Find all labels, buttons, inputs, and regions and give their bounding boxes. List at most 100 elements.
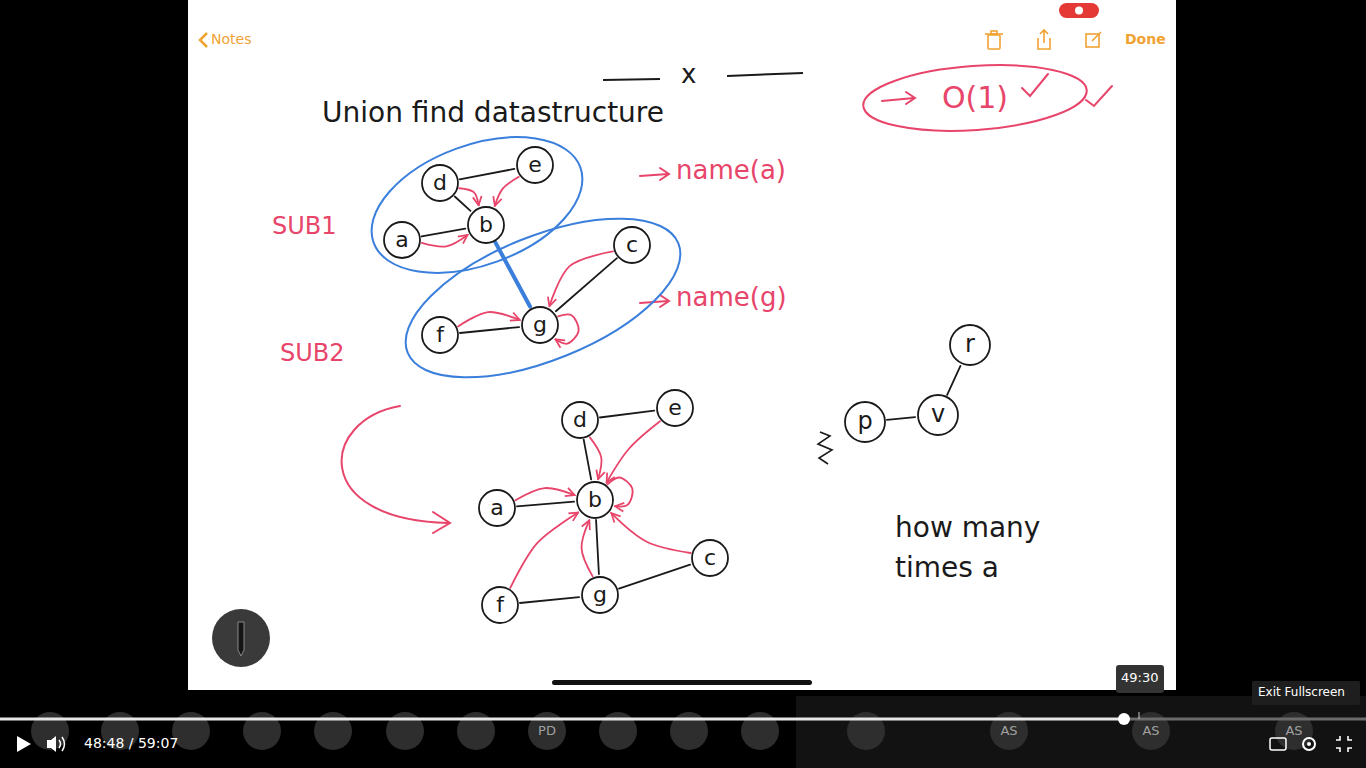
share-icon [1040,30,1048,43]
element-node: c [613,226,651,264]
pointer-arrow [510,513,578,588]
pointer-arrow [495,177,519,206]
red-annotations [342,74,1112,533]
volume-icon [47,736,56,752]
element-letter: e [528,152,542,177]
element-letter: a [395,227,408,252]
pointer-arrow [590,437,602,479]
fullscreen-tooltip: Exit Fullscreen [1258,686,1345,700]
pointer-arrow [549,251,613,306]
outline-circle [657,390,693,426]
element-letter: d [433,170,447,195]
element-letter: e [668,395,682,420]
outline-circle [522,307,558,343]
element-node: a [383,221,421,259]
volume-icon [59,737,65,751]
edge-line [619,565,690,589]
edge-line [455,196,471,210]
outline-circle [482,587,518,623]
outline-circle [614,227,650,263]
element-node: d [561,401,599,439]
edge-line [584,440,591,480]
element-letter: r [965,331,975,359]
check-mark [1022,74,1048,96]
element-node: f [481,586,519,624]
complexity-ellipse: O(1) [860,62,1090,134]
notes-page [188,0,1176,690]
subset-label: SUB2 [280,340,345,368]
outline-circle [918,395,958,435]
element-node: p [844,401,886,443]
outline-circle [582,577,618,613]
done-button: Done [1125,31,1166,47]
participant-initials: AS [1279,724,1309,739]
element-letter: f [496,592,504,617]
settings-icon [1303,738,1315,750]
outline-circle [422,317,458,353]
settings-icon [1307,742,1311,746]
outline-circle [479,490,515,526]
seek-tooltip: 49:30 [1121,671,1158,686]
separator-dash [603,79,660,80]
pointer-arrow [459,188,478,205]
outline-ellipse [353,111,601,299]
trash-icon [991,31,997,34]
element-letter: g [533,312,547,337]
scribble [818,432,832,464]
time-display: 48:48 / 59:07 [84,735,178,751]
edge-line [520,597,579,603]
pointer-arrow [582,520,593,576]
participant-initials: AS [1136,724,1166,739]
page-title: Union find datastructure [322,97,664,129]
transform-arrow [342,406,450,533]
element-letter: g [593,582,607,607]
element-letter: f [436,322,444,347]
outline-circle [517,147,553,183]
outline-ellipse [384,186,701,410]
question-note: how many times a [895,508,1075,588]
edge-line [460,169,515,179]
captions-icon [1270,738,1286,750]
edge-line [947,366,960,395]
outline-ellipse [861,58,1089,137]
edge-line [496,243,531,307]
recording-pill [1059,3,1099,18]
subset-ellipse: SUB1deba [367,133,587,277]
separator-dash [727,73,803,76]
seek-tooltip-box [1116,665,1164,693]
node-name-note: name(g) [676,283,787,313]
edge-line [596,520,599,574]
element-letter: a [490,495,503,520]
check-mark [1086,86,1112,106]
edge-line [460,327,519,333]
exit-fullscreen-icon [1336,736,1352,752]
progress-played [0,718,1124,721]
outline-circle [562,402,598,438]
element-letter: p [857,408,872,436]
element-letter: c [626,232,638,257]
outline-circle [577,482,613,518]
trash-icon [988,35,1000,49]
element-node: e [516,146,554,184]
note-arrow [882,92,915,104]
participant-strip [796,696,1366,768]
progress-knob [1118,713,1130,725]
element-node: e [656,389,694,427]
note-arrow [640,168,669,180]
recording-dot [1075,7,1083,15]
outline-circle [384,222,420,258]
element-node: b [467,206,505,244]
subset-label: SUB1 [272,213,337,241]
outline-circle [845,402,885,442]
home-indicator [552,680,812,685]
progress-remaining [1124,718,1366,721]
element-node: g [581,576,619,614]
element-node: f [421,316,459,354]
element-letter: b [479,212,493,237]
element-node: c [691,539,729,577]
outline-circle [950,325,990,365]
pencil-icon [238,622,244,656]
node-name-note: name(a) [676,156,786,186]
element-node: d [421,164,459,202]
